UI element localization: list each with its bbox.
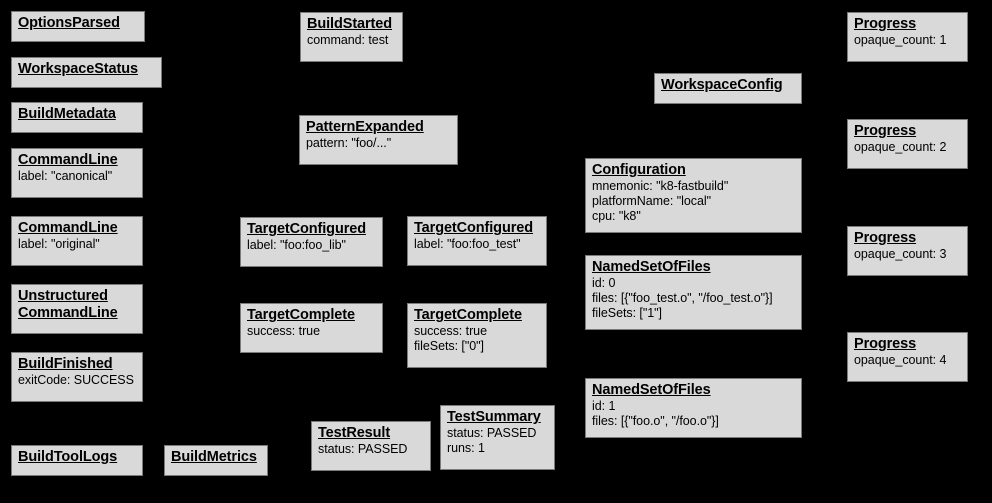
- event-node-title: BuildMetadata: [18, 106, 116, 122]
- event-node-field: opaque_count: 4: [854, 353, 947, 367]
- event-node-title: WorkspaceStatus: [18, 61, 138, 77]
- event-node-title: TargetComplete: [414, 307, 522, 323]
- event-node-field: opaque_count: 1: [854, 33, 947, 47]
- event-node-field: label: "foo:foo_lib": [247, 238, 346, 252]
- event-node-title: Progress: [854, 16, 917, 32]
- event-node-title: WorkspaceConfig: [661, 77, 783, 93]
- event-node-fields: mnemonic: "k8-fastbuild"platformName: "l…: [592, 179, 795, 224]
- event-node-field: fileSets: ["1"]: [592, 306, 662, 320]
- event-node-title: CommandLine: [18, 152, 118, 168]
- event-node-title: Configuration: [592, 162, 686, 178]
- event-node-title: TestResult: [318, 425, 391, 441]
- event-node-field: success: true: [414, 324, 487, 338]
- event-node-fields: status: PASSED: [318, 442, 424, 457]
- event-node-fields: label: "original": [18, 237, 136, 252]
- event-node-field: command: test: [307, 33, 389, 47]
- event-node-title: Progress: [854, 336, 917, 352]
- event-node-title: BuildToolLogs: [18, 449, 118, 465]
- event-node-title: NamedSetOfFiles: [592, 259, 711, 275]
- event-node-title: OptionsParsed: [18, 15, 120, 31]
- event-node-fields: command: test: [307, 33, 396, 48]
- event-node-fields: pattern: "foo/...": [306, 136, 451, 151]
- event-node-field: pattern: "foo/...": [306, 136, 392, 150]
- event-node-build-metrics[interactable]: BuildMetrics: [164, 445, 268, 476]
- event-node-field: status: PASSED: [318, 442, 408, 456]
- event-node-field: status: PASSED: [447, 426, 537, 440]
- event-node-field: opaque_count: 2: [854, 140, 947, 154]
- event-node-field: label: "foo:foo_test": [414, 237, 521, 251]
- event-node-title: TestSummary: [447, 409, 541, 425]
- event-node-fields: label: "foo:foo_lib": [247, 238, 376, 253]
- event-node-field: exitCode: SUCCESS: [18, 373, 134, 387]
- event-node-field: cpu: "k8": [592, 209, 641, 223]
- event-node-fields: opaque_count: 4: [854, 353, 961, 368]
- event-node-title: TargetConfigured: [247, 221, 366, 237]
- event-node-workspace-config[interactable]: WorkspaceConfig: [654, 73, 802, 104]
- event-node-field: label: "original": [18, 237, 100, 251]
- event-node-title: CommandLine: [18, 220, 118, 236]
- event-node-fields: opaque_count: 3: [854, 247, 961, 262]
- event-node-field: label: "canonical": [18, 169, 113, 183]
- event-node-field: files: [{"foo_test.o", "/foo_test.o"}]: [592, 291, 773, 305]
- event-node-field: success: true: [247, 324, 320, 338]
- event-node-title: Progress: [854, 123, 917, 139]
- event-node-build-tool-logs[interactable]: BuildToolLogs: [11, 445, 143, 476]
- event-node-options-parsed[interactable]: OptionsParsed: [11, 11, 145, 42]
- event-node-title: Progress: [854, 230, 917, 246]
- event-node-workspace-status[interactable]: WorkspaceStatus: [11, 57, 162, 88]
- event-node-unstructured-command-line[interactable]: Unstructured CommandLine: [11, 284, 143, 334]
- event-node-build-metadata[interactable]: BuildMetadata: [11, 102, 143, 133]
- event-node-fields: success: true: [247, 324, 376, 339]
- event-node-title: BuildMetrics: [171, 449, 257, 465]
- event-node-title: PatternExpanded: [306, 119, 424, 135]
- event-node-fields: label: "canonical": [18, 169, 136, 184]
- event-node-title: TargetConfigured: [414, 220, 533, 236]
- event-node-title: BuildStarted: [307, 16, 393, 32]
- event-node-fields: opaque_count: 1: [854, 33, 961, 48]
- event-node-fields: label: "foo:foo_test": [414, 237, 540, 252]
- event-node-field: mnemonic: "k8-fastbuild": [592, 179, 729, 193]
- event-node-field: id: 1: [592, 399, 616, 413]
- event-node-title: NamedSetOfFiles: [592, 382, 711, 398]
- event-node-field: id: 0: [592, 276, 616, 290]
- event-node-title: BuildFinished: [18, 356, 113, 372]
- event-node-field: files: [{"foo.o", "/foo.o"}]: [592, 414, 719, 428]
- event-node-title: Unstructured CommandLine: [18, 288, 118, 321]
- event-node-fields: opaque_count: 2: [854, 140, 961, 155]
- event-node-title: TargetComplete: [247, 307, 355, 323]
- event-node-fields: exitCode: SUCCESS: [18, 373, 136, 388]
- event-node-field: platformName: "local": [592, 194, 711, 208]
- event-node-field: fileSets: ["0"]: [414, 339, 484, 353]
- event-node-field: runs: 1: [447, 441, 485, 455]
- event-node-field: opaque_count: 3: [854, 247, 947, 261]
